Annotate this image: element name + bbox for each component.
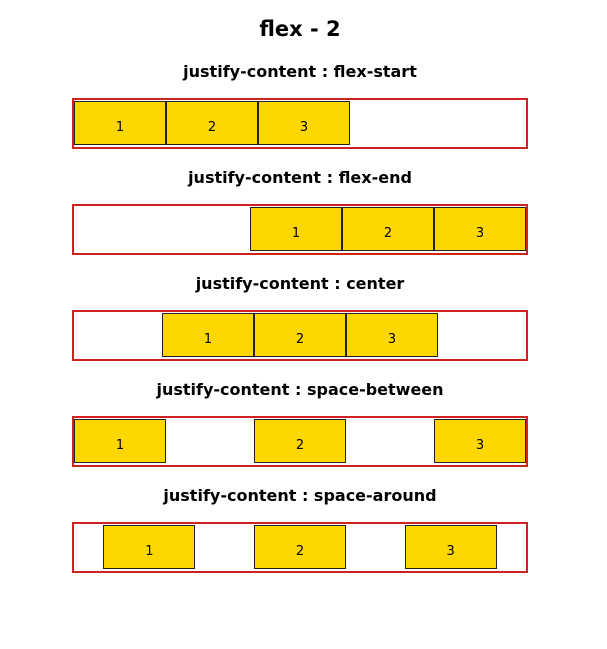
flex-item-1: 1 [250,207,342,251]
flex-container-flex-end: 1 2 3 [72,204,528,255]
flex-container-center: 1 2 3 [72,310,528,361]
flex-item-2: 2 [253,525,346,569]
flex-container-flex-start: 1 2 3 [72,98,528,149]
section-title-space-between: justify-content : space-between [156,380,444,399]
flex-item-3: 3 [404,525,497,569]
flex-item-2: 2 [166,101,258,145]
flex-item-1: 1 [74,101,166,145]
flex-container-space-around: 1 2 3 [72,522,528,573]
flex-item-3: 3 [434,419,526,463]
flex-item-3: 3 [346,313,438,357]
page-title: flex - 2 [259,17,341,41]
flex-item-1: 1 [103,525,196,569]
flex-item-1: 1 [162,313,254,357]
section-title-flex-end: justify-content : flex-end [188,168,412,187]
flex-item-1: 1 [74,419,166,463]
flex-item-2: 2 [254,313,346,357]
section-title-center: justify-content : center [195,274,405,293]
flex-item-2: 2 [342,207,434,251]
section-title-space-around: justify-content : space-around [163,486,437,505]
flex-item-2: 2 [254,419,346,463]
section-title-flex-start: justify-content : flex-start [183,62,417,81]
flex-item-3: 3 [434,207,526,251]
flex-container-space-between: 1 2 3 [72,416,528,467]
flex-item-3: 3 [258,101,350,145]
